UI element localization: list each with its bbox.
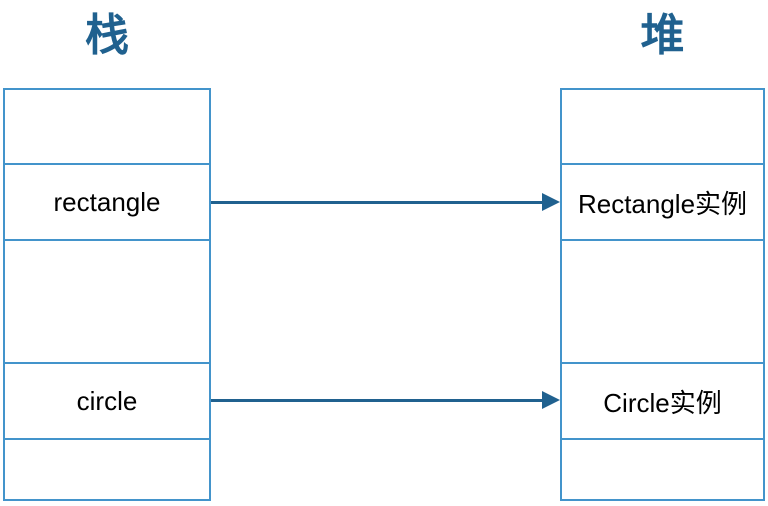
stack-cell-empty-bottom xyxy=(5,440,209,499)
heap-cell-empty-top xyxy=(562,90,763,165)
stack-box: rectangle circle xyxy=(3,88,211,501)
stack-cell-rectangle: rectangle xyxy=(5,165,209,241)
heap-title: 堆 xyxy=(640,11,685,60)
stack-cell-empty-top xyxy=(5,90,209,165)
pointer-arrow-rectangle xyxy=(211,193,560,211)
pointer-arrow-circle xyxy=(211,391,560,409)
heap-cell-rectangle-instance: Rectangle实例 xyxy=(562,165,763,241)
arrow-line xyxy=(211,200,546,204)
arrow-head-icon xyxy=(542,391,560,409)
stack-title: 栈 xyxy=(85,11,129,60)
heap-cell-empty-middle xyxy=(562,241,763,364)
heap-cell-circle-instance: Circle实例 xyxy=(562,364,763,440)
stack-cell-circle: circle xyxy=(5,364,209,440)
heap-box: Rectangle实例 Circle实例 xyxy=(560,88,765,501)
stack-cell-empty-middle xyxy=(5,241,209,364)
arrow-head-icon xyxy=(542,193,560,211)
heap-cell-empty-bottom xyxy=(562,440,763,499)
arrow-line xyxy=(211,398,546,402)
